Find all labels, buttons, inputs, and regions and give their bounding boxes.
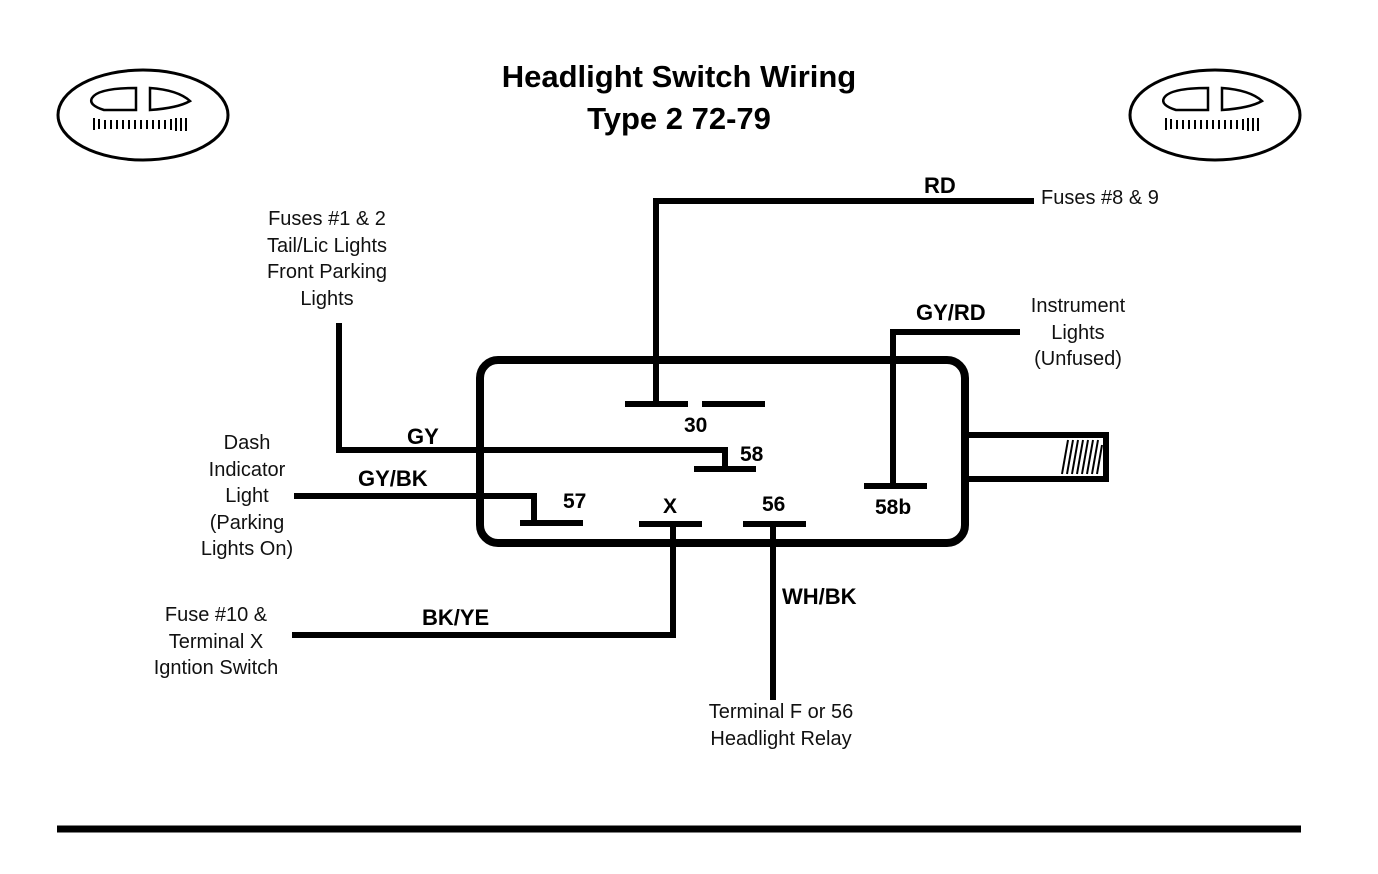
shaft-knurling [1061,439,1103,475]
wire-rd-label: RD [924,173,956,198]
switch-shaft [965,432,1109,482]
headlight-icon [90,86,193,131]
title-line-2: Type 2 72-79 [587,101,771,136]
headlight-icon [1162,86,1265,131]
headlight-relay-label: Terminal F or 56 Headlight Relay [708,701,854,750]
terminal-x-label: X [663,495,678,518]
terminal-57-label: 57 [563,490,587,513]
instrument-lights-label: Instrument Lights (Unfused) [1030,295,1126,370]
terminal-58-label: 58 [740,443,764,466]
terminal-30-label: 30 [684,414,708,437]
fuses-1-2-label: Fuses #1 & 2 Tail/Lic Lights Front Parki… [266,208,388,310]
headlight-emblem-left [56,68,230,162]
wire-gy-rd [890,329,1020,486]
wire-gy-bk-label: GY/BK [358,466,428,491]
emblem-oval [1128,68,1302,162]
wire-gy [336,323,728,469]
dash-indicator-label: Dash Indicator Light (Parking Lights On) [200,432,294,560]
wire-gy-bk [294,493,537,523]
wire-gy-rd-label: GY/RD [916,300,986,325]
terminal-58b-label: 58b [875,496,912,519]
headlight-emblem-right [1128,68,1302,162]
wire-bk-ye [292,524,676,638]
wire-wh-bk-label: WH/BK [782,584,857,609]
diagram-title: Headlight Switch Wiring Type 2 72-79 [502,56,857,140]
wire-gy-label: GY [407,424,439,449]
fuses-8-9-label: Fuses #8 & 9 [1041,187,1159,209]
emblem-oval [56,68,230,162]
wire-rd [653,198,1034,404]
title-line-1: Headlight Switch Wiring [501,59,857,94]
terminal-56-label: 56 [762,493,786,516]
wire-bk-ye-label: BK/YE [422,605,490,630]
fuse-10-label: Fuse #10 & Terminal X Igntion Switch [153,604,279,679]
